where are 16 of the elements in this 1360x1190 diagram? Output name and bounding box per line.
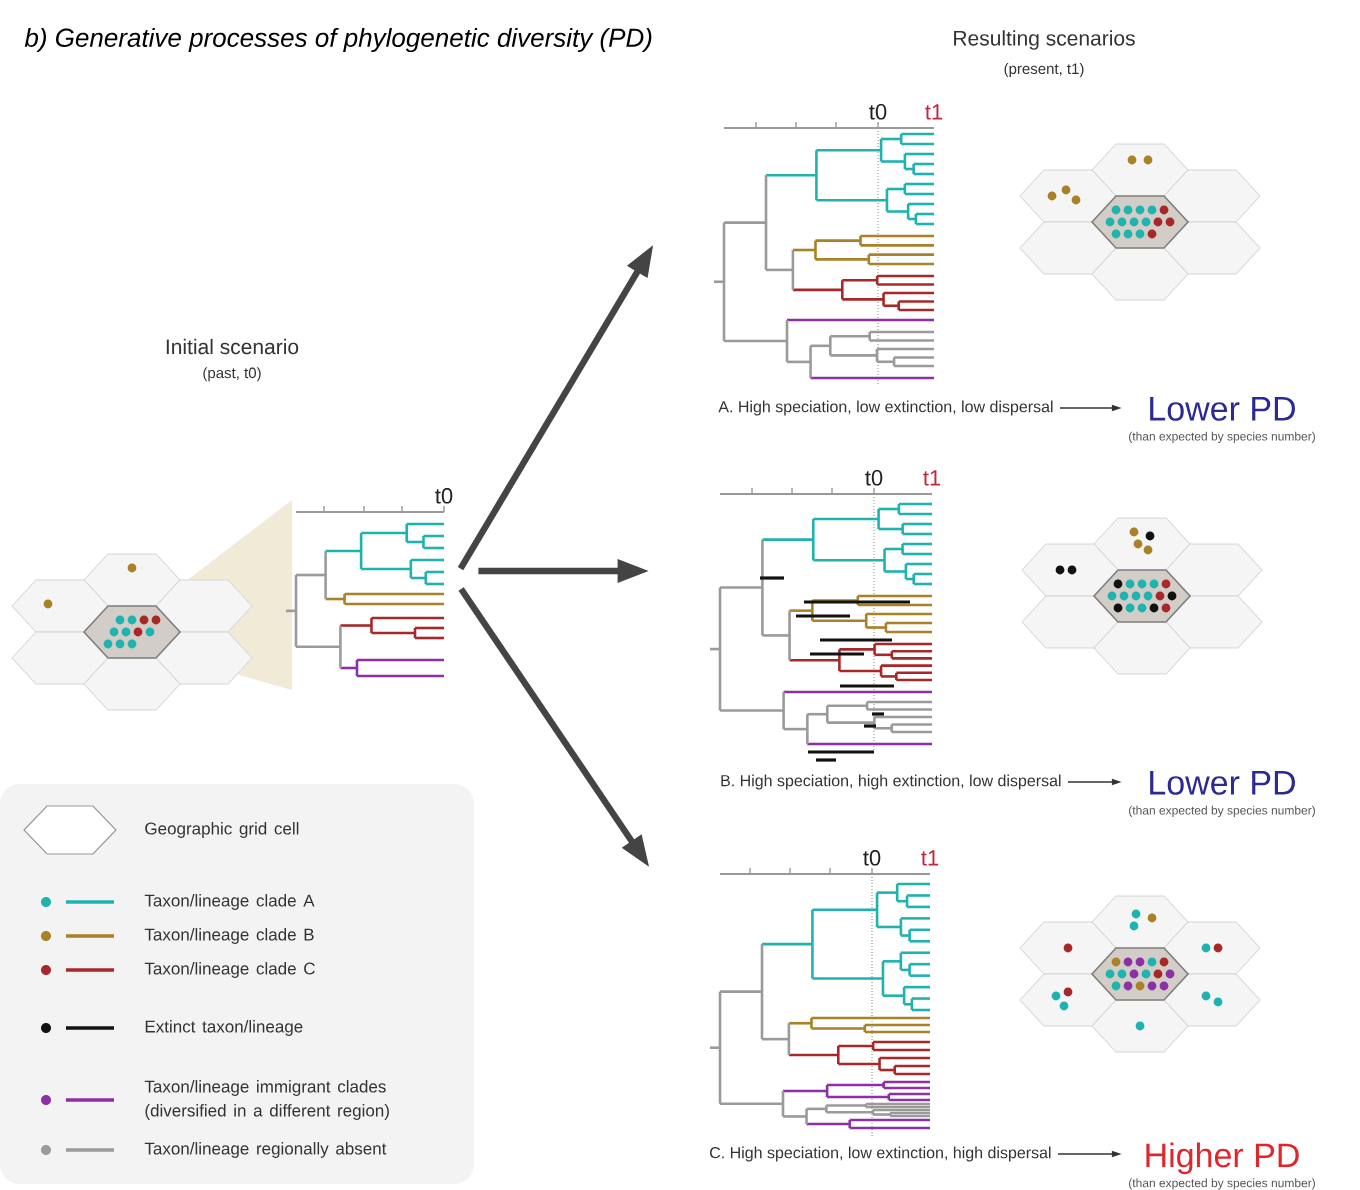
legend-text: Taxon/lineage immigrant clades (diversified in a different region) bbox=[144, 1080, 389, 1120]
heading: Resulting scenarios bbox=[954, 30, 1135, 50]
legend-text: Taxon/lineage clade C bbox=[144, 962, 315, 978]
legend-text: Extinct taxon/lineage bbox=[145, 1020, 303, 1036]
phylogenetic-tree: t0 t1 bbox=[710, 470, 941, 762]
phylogenetic-tree: t0 bbox=[286, 488, 453, 678]
legend-text: Taxon/lineage clade B bbox=[144, 928, 314, 944]
phylogenetic-tree: t0 t1 bbox=[714, 104, 943, 387]
title: b) Generative processes of phylogenetic diversity (PD) bbox=[24, 27, 652, 53]
legend-text: Taxon/lineage clade A bbox=[144, 894, 315, 910]
legend-text: Taxon/lineage regionally absent bbox=[144, 1142, 387, 1158]
scenario-caption: B. High speciation, high extinction, low dispersal bbox=[721, 774, 1061, 790]
phylogenetic-tree: t0 t1 bbox=[710, 850, 939, 1137]
scenario-caption: C. High speciation, low extinction, high dispersal bbox=[710, 1146, 1051, 1162]
legend-text: Geographic grid cell bbox=[145, 822, 299, 838]
scenario-caption: A. High speciation, low extinction, low dispersal bbox=[718, 400, 1053, 416]
